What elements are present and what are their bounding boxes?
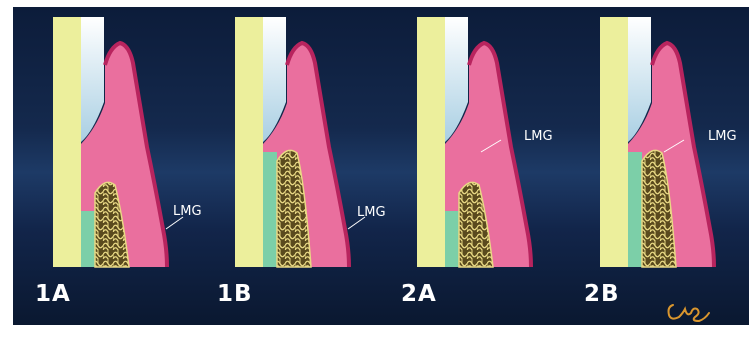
connective-attachment-1b (263, 152, 277, 267)
panel-1b (235, 17, 365, 267)
panel-2b (600, 17, 714, 267)
artist-signature-icon (665, 295, 717, 325)
diagram-artwork (13, 7, 749, 325)
panel-2a (417, 17, 531, 267)
tooth-root-2a (417, 17, 445, 267)
diagram-canvas: 1A 1B 2A 2B LMG LMG LMG LMG (13, 7, 749, 325)
panel-1a (53, 17, 183, 267)
lmg-label-2a: LMG (524, 129, 553, 144)
tooth-root-2b (600, 17, 628, 267)
connective-attachment-2a (445, 211, 459, 267)
panel-label-1a: 1A (35, 281, 71, 307)
connective-attachment-1a (81, 211, 95, 267)
panel-label-1b: 1B (217, 281, 253, 307)
lmg-label-1b: LMG (357, 205, 386, 220)
tooth-root-1b (235, 17, 263, 267)
panel-label-2b: 2B (584, 281, 620, 307)
connective-attachment-2b (628, 152, 642, 267)
tooth-root-1a (53, 17, 81, 267)
panel-label-2a: 2A (401, 281, 437, 307)
lmg-label-1a: LMG (173, 204, 202, 219)
lmg-label-2b: LMG (708, 129, 737, 144)
